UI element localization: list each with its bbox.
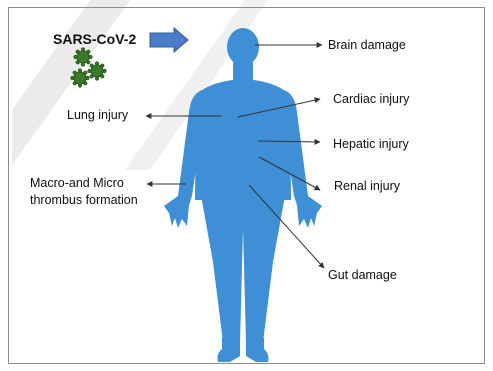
brain-damage-label: Brain damage bbox=[328, 38, 406, 52]
renal-injury-label: Renal injury bbox=[334, 179, 400, 193]
virus-label: SARS-CoV-2 bbox=[53, 31, 136, 47]
thrombus-label-line1: Macro-and Micro bbox=[30, 176, 124, 190]
cardiac-injury-label: Cardiac injury bbox=[333, 92, 409, 106]
thrombus-label-line2: thrombus formation bbox=[30, 193, 138, 207]
hepatic-injury-label: Hepatic injury bbox=[333, 137, 409, 151]
lung-injury-label: Lung injury bbox=[67, 108, 128, 122]
gut-damage-label: Gut damage bbox=[328, 268, 397, 282]
